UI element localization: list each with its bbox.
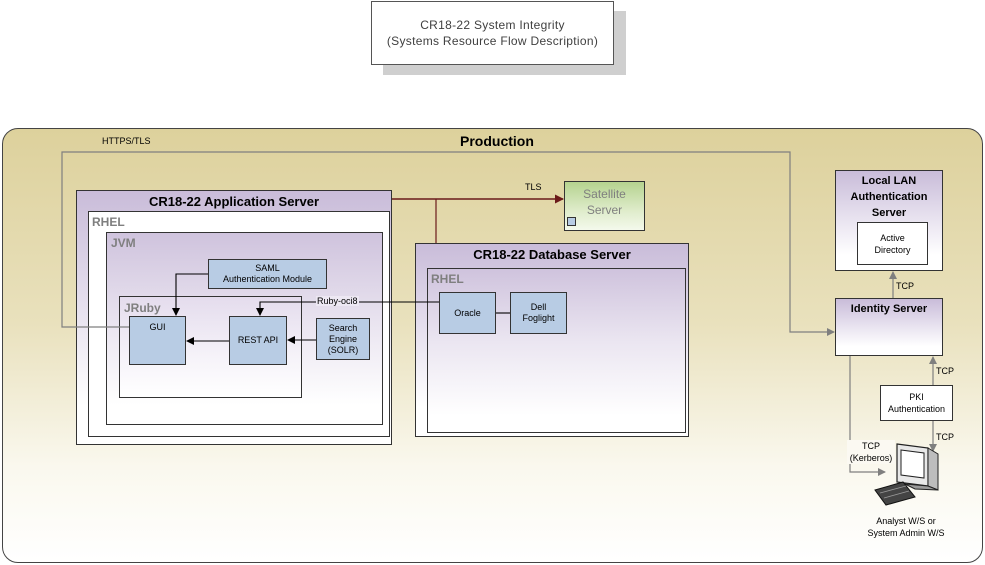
tcp-identity-lan-label: TCP <box>896 281 914 291</box>
tcp-kerberos-line2: (Kerberos) <box>849 453 893 463</box>
workstation-label: Analyst W/S or System Admin W/S <box>850 515 962 539</box>
app-rhel-label: RHEL <box>92 215 125 229</box>
satellite-server: Satellite Server <box>564 181 645 231</box>
tcp-kerberos-label: TCP (Kerberos) <box>847 440 895 464</box>
kerberos-connector <box>849 356 886 476</box>
search-engine-component: Search Engine (SOLR) <box>316 318 370 360</box>
saml-line2: Authentication Module <box>222 274 313 284</box>
https-connector <box>61 151 835 336</box>
db-server-label: CR18-22 Database Server <box>473 247 631 262</box>
https-tls-label: HTTPS/TLS <box>102 136 151 146</box>
ruby-oci8-connector <box>256 301 439 316</box>
dell-foglight-component: Dell Foglight <box>510 292 567 334</box>
satellite-line2: Server <box>586 203 623 217</box>
pki-authentication: PKI Authentication <box>880 385 953 421</box>
app-server-label: CR18-22 Application Server <box>148 194 320 209</box>
oracle-component: Oracle <box>439 292 496 334</box>
dell-line2: Foglight <box>522 313 555 323</box>
workstation-icon <box>874 443 939 506</box>
production-label: Production <box>460 133 534 149</box>
diagram-title-line1: CR18-22 System Integrity <box>420 18 565 32</box>
pki-line1: PKI <box>909 392 924 402</box>
jruby-label: JRuby <box>124 301 161 315</box>
tcp-pki-identity-label: TCP <box>936 366 954 376</box>
search-line1: Search <box>328 322 358 333</box>
satellite-small-icon <box>567 217 576 226</box>
local-lan-line3: Server <box>871 207 907 219</box>
jvm-label: JVM <box>111 236 136 250</box>
diagram-title-line2: (Systems Resource Flow Description) <box>386 34 599 48</box>
workstation-line2: System Admin W/S <box>867 528 945 538</box>
oracle-label: Oracle <box>454 307 481 318</box>
diagram-title: CR18-22 System Integrity (Systems Resour… <box>371 1 614 65</box>
rest-api-label: REST API <box>237 335 279 345</box>
local-lan-line2: Authentication <box>850 191 928 203</box>
tcp-kerberos-line1: TCP <box>862 441 880 451</box>
tcp-pki-workstation-label: TCP <box>936 432 954 442</box>
db-rhel-label: RHEL <box>431 272 464 286</box>
saml-module: SAML Authentication Module <box>208 259 327 289</box>
search-line2: Engine <box>328 333 358 344</box>
saml-to-gui-connector <box>172 273 208 316</box>
identity-server <box>835 298 943 356</box>
local-lan-label: Local LAN Authentication Server <box>835 173 943 221</box>
ad-line2: Directory <box>874 244 911 255</box>
saml-line1: SAML <box>255 263 280 273</box>
dell-line1: Dell <box>530 302 547 312</box>
ad-line1: Active <box>880 232 905 243</box>
search-line3: (SOLR) <box>327 344 359 355</box>
ruby-oci8-label: Ruby-oci8 <box>316 296 359 306</box>
workstation-line1: Analyst W/S or <box>876 516 936 526</box>
tls-label: TLS <box>525 182 542 192</box>
local-lan-line1: Local LAN <box>861 175 917 187</box>
satellite-line1: Satellite <box>583 187 626 201</box>
active-directory: Active Directory <box>857 222 928 265</box>
identity-server-label: Identity Server <box>850 303 928 315</box>
rest-api-component: REST API <box>229 316 287 365</box>
gui-component: GUI <box>129 316 186 365</box>
gui-label: GUI <box>149 322 166 332</box>
pki-line2: Authentication <box>887 404 946 414</box>
